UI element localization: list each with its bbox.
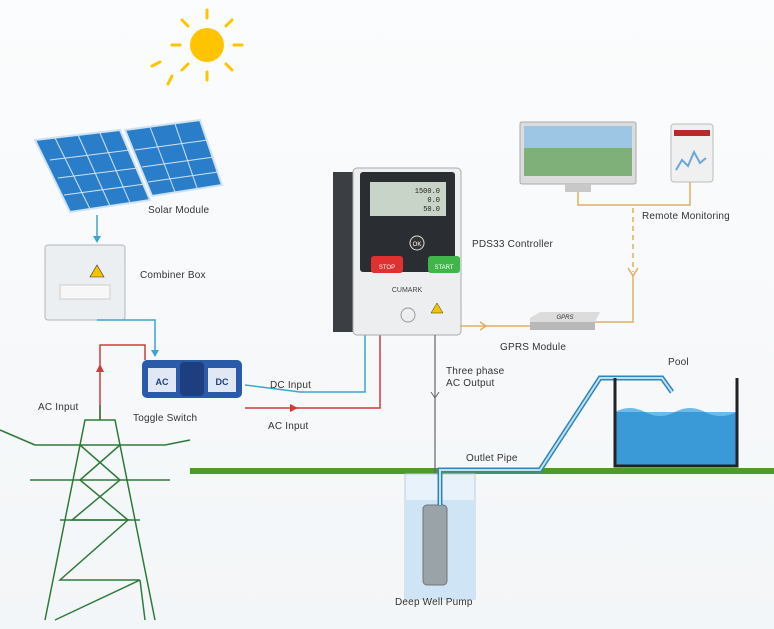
pool-label: Pool bbox=[668, 357, 689, 368]
remote-monitoring-label: Remote Monitoring bbox=[642, 211, 730, 222]
display-readout-2: 0.0 bbox=[427, 197, 440, 205]
power-tower-icon bbox=[0, 405, 191, 621]
gprs-plate-label: GPRS bbox=[556, 315, 573, 321]
ok-button-label: OK bbox=[413, 242, 422, 248]
combiner-box-icon bbox=[44, 244, 126, 321]
solar-module-label: Solar Module bbox=[148, 205, 210, 216]
controller-device: 1500.0 0.0 50.0 OK STOP START CUMARK bbox=[333, 167, 462, 336]
ac-input-label: AC Input bbox=[268, 421, 309, 432]
start-button-label: START bbox=[434, 265, 453, 271]
outlet-pipe-label: Outlet Pipe bbox=[466, 453, 518, 464]
ac-input-left-label: AC Input bbox=[38, 402, 79, 413]
tablet-icon bbox=[670, 123, 714, 183]
deep-well-pump-icon bbox=[404, 473, 476, 600]
controller-label: PDS33 Controller bbox=[472, 239, 554, 250]
sun-icon bbox=[150, 8, 244, 86]
combiner-box-label: Combiner Box bbox=[140, 270, 206, 281]
brand-label: CUMARK bbox=[392, 287, 423, 294]
dc-wiring bbox=[96, 215, 366, 393]
stop-button-label: STOP bbox=[379, 265, 395, 271]
dc-input-label: DC Input bbox=[270, 380, 312, 391]
display-readout-3: 50.0 bbox=[423, 206, 440, 214]
switch-ac-label: AC bbox=[156, 377, 169, 387]
switch-dc-label: DC bbox=[216, 377, 229, 387]
deep-well-pump-label: Deep Well Pump bbox=[395, 597, 473, 608]
gprs-module-icon: GPRS bbox=[530, 312, 600, 330]
gprs-module-label: GPRS Module bbox=[500, 342, 567, 353]
output-label-line1: Three phase bbox=[446, 366, 505, 377]
solar-panel-icon bbox=[33, 118, 224, 214]
signal-wiring bbox=[460, 180, 691, 327]
pool-icon bbox=[613, 378, 739, 468]
display-readout-1: 1500.0 bbox=[415, 188, 440, 196]
toggle-switch-icon: AC DC bbox=[142, 360, 242, 398]
toggle-switch-label: Toggle Switch bbox=[133, 413, 198, 424]
output-label-line2: AC Output bbox=[446, 378, 495, 389]
desktop-monitor-icon bbox=[519, 121, 637, 192]
